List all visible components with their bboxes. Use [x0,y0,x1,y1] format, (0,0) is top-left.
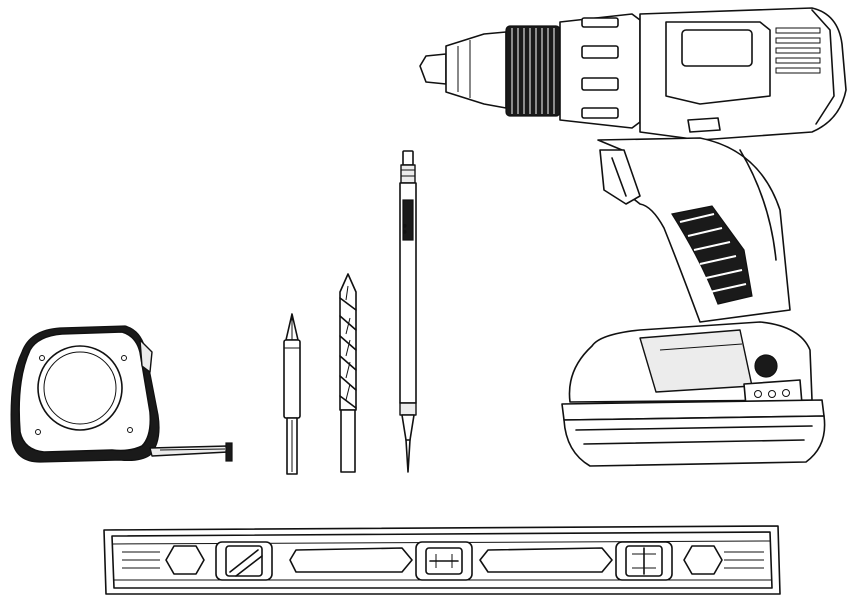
svg-text:● ●: ● ● [402,223,408,234]
drill-bit-icon [339,273,357,473]
screwdriver-bit-icon [283,313,301,475]
spirit-level-icon [103,525,781,595]
pencil-icon: ● ● [399,150,417,473]
cordless-drill-icon [419,7,847,467]
tape-measure-icon [10,325,233,463]
